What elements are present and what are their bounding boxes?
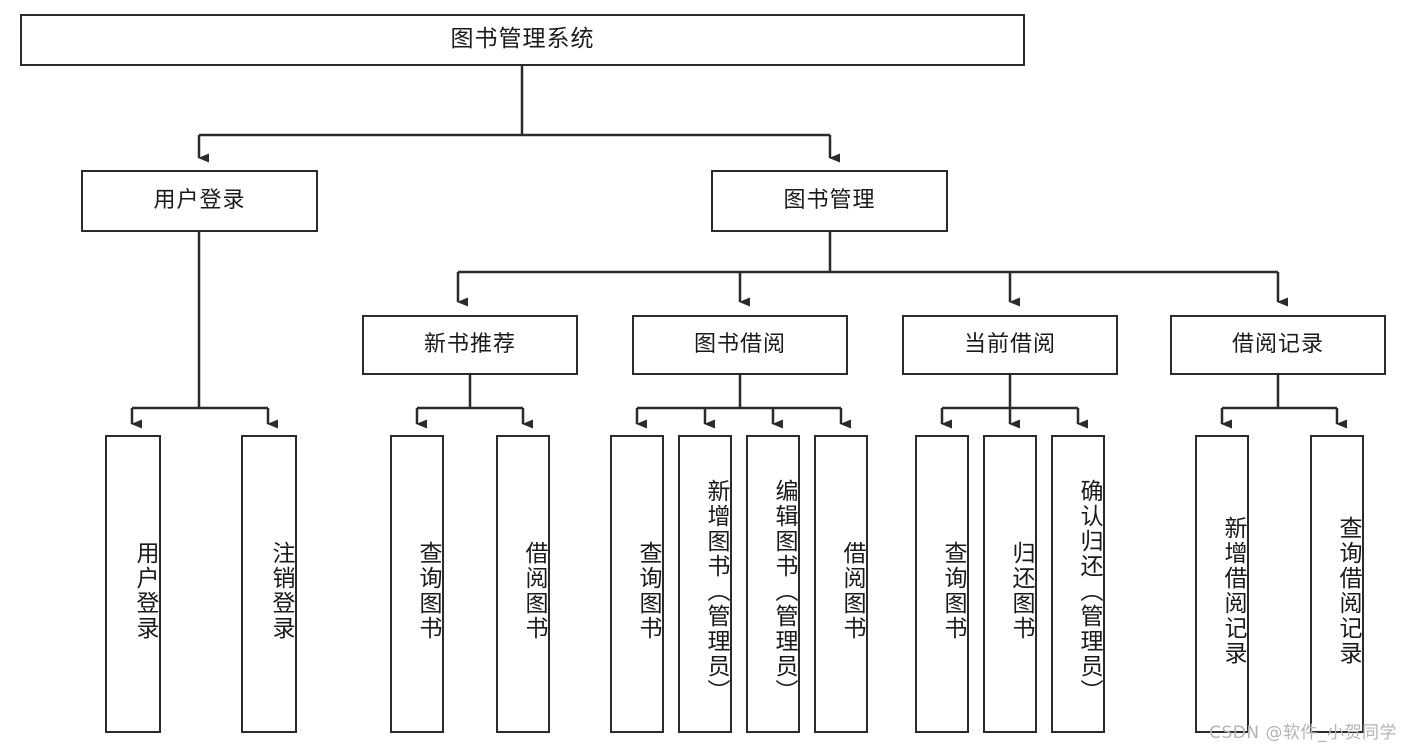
- leaf-label: 编辑图书（管理员）: [771, 478, 797, 704]
- leaf-borrow-borrow-book[interactable]: 借阅图书: [814, 435, 868, 733]
- leaf-new-book-borrow[interactable]: 借阅图书: [496, 435, 550, 733]
- node-root-system[interactable]: 图书管理系统: [20, 14, 1025, 66]
- leaf-label: 用户登录: [132, 541, 158, 641]
- node-book-borrow[interactable]: 图书借阅: [632, 315, 848, 375]
- leaf-label: 注销登录: [268, 541, 294, 641]
- node-new-book-recommend[interactable]: 新书推荐: [362, 315, 578, 375]
- node-user-login[interactable]: 用户登录: [81, 170, 318, 232]
- leaf-label: 确认归还（管理员）: [1076, 478, 1102, 704]
- leaf-label: 新增图书（管理员）: [703, 478, 729, 704]
- leaf-label: 查询图书: [415, 541, 441, 641]
- node-book-management[interactable]: 图书管理: [711, 170, 948, 232]
- leaf-current-confirm-return[interactable]: 确认归还（管理员）: [1051, 435, 1105, 733]
- leaf-label: 查询图书: [940, 541, 966, 641]
- leaf-borrow-query-book[interactable]: 查询图书: [610, 435, 664, 733]
- csdn-watermark: CSDN @软件_小贺同学: [1209, 723, 1397, 743]
- leaf-label: 查询图书: [635, 541, 661, 641]
- leaf-new-book-query[interactable]: 查询图书: [390, 435, 444, 733]
- leaf-current-return-book[interactable]: 归还图书: [983, 435, 1037, 733]
- leaf-borrow-add-book[interactable]: 新增图书（管理员）: [678, 435, 732, 733]
- leaf-label: 借阅图书: [521, 541, 547, 641]
- leaf-user-login-login[interactable]: 用户登录: [105, 435, 161, 733]
- leaf-user-login-logout[interactable]: 注销登录: [241, 435, 297, 733]
- node-current-borrow[interactable]: 当前借阅: [902, 315, 1118, 375]
- node-borrow-record[interactable]: 借阅记录: [1170, 315, 1386, 375]
- leaf-label: 查询借阅记录: [1335, 516, 1361, 666]
- leaf-record-add[interactable]: 新增借阅记录: [1195, 435, 1249, 733]
- leaf-label: 借阅图书: [839, 541, 865, 641]
- leaf-borrow-edit-book[interactable]: 编辑图书（管理员）: [746, 435, 800, 733]
- leaf-label: 归还图书: [1008, 541, 1034, 641]
- leaf-current-query-book[interactable]: 查询图书: [915, 435, 969, 733]
- leaf-record-query[interactable]: 查询借阅记录: [1310, 435, 1364, 733]
- leaf-label: 新增借阅记录: [1220, 516, 1246, 666]
